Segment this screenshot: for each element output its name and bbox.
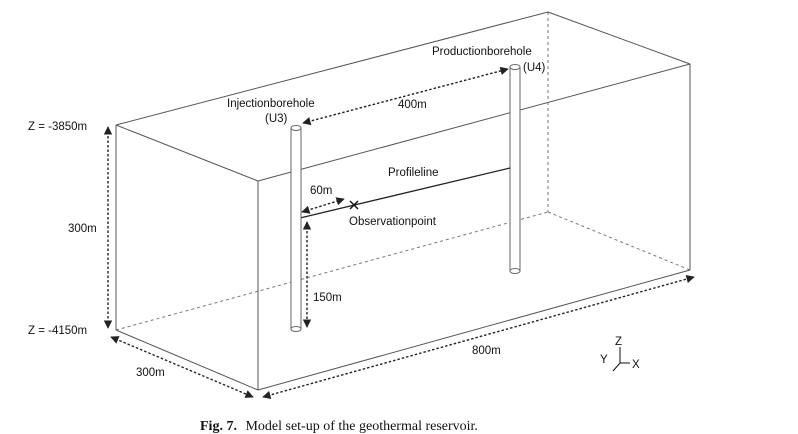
length-label: 800m — [472, 345, 501, 357]
spacing-dimension-arrow — [302, 66, 509, 126]
height-label: 300m — [68, 223, 97, 235]
axes-glyph: Z Y X — [600, 336, 640, 372]
injection-borehole-label: Injectionborehole — [227, 98, 315, 110]
caption-label: Fig. 7. — [200, 419, 237, 434]
x-axis-label: X — [632, 359, 640, 371]
box-visible-edges — [115, 11, 691, 391]
profile-line-label: Profileline — [388, 167, 439, 179]
observation-point-label: Observationpoint — [349, 216, 437, 228]
width-dimension-arrow — [110, 336, 254, 398]
caption-text: Model set-up of the geothermal reservoir… — [245, 419, 477, 434]
production-borehole-id: (U4) — [523, 62, 546, 74]
box-hidden-edges — [115, 12, 691, 331]
production-borehole — [509, 64, 521, 274]
observation-point-marker — [349, 200, 359, 210]
offset-label: 60m — [310, 185, 332, 197]
z-axis-label: Z — [615, 336, 622, 348]
injection-borehole-id: (U3) — [265, 113, 288, 125]
z-bottom-label: Z = -4150m — [28, 325, 87, 337]
z-top-label: Z = -3850m — [28, 121, 87, 133]
offset-dimension-arrow — [301, 197, 345, 214]
figure-caption: Fig. 7. Model set-up of the geothermal r… — [200, 419, 478, 434]
depth-label: 150m — [313, 292, 342, 304]
spacing-label: 400m — [398, 99, 427, 111]
injection-borehole — [290, 125, 302, 332]
width-label: 300m — [136, 367, 165, 379]
y-axis-label: Y — [600, 354, 608, 366]
production-borehole-label: Productionborehole — [432, 46, 532, 58]
